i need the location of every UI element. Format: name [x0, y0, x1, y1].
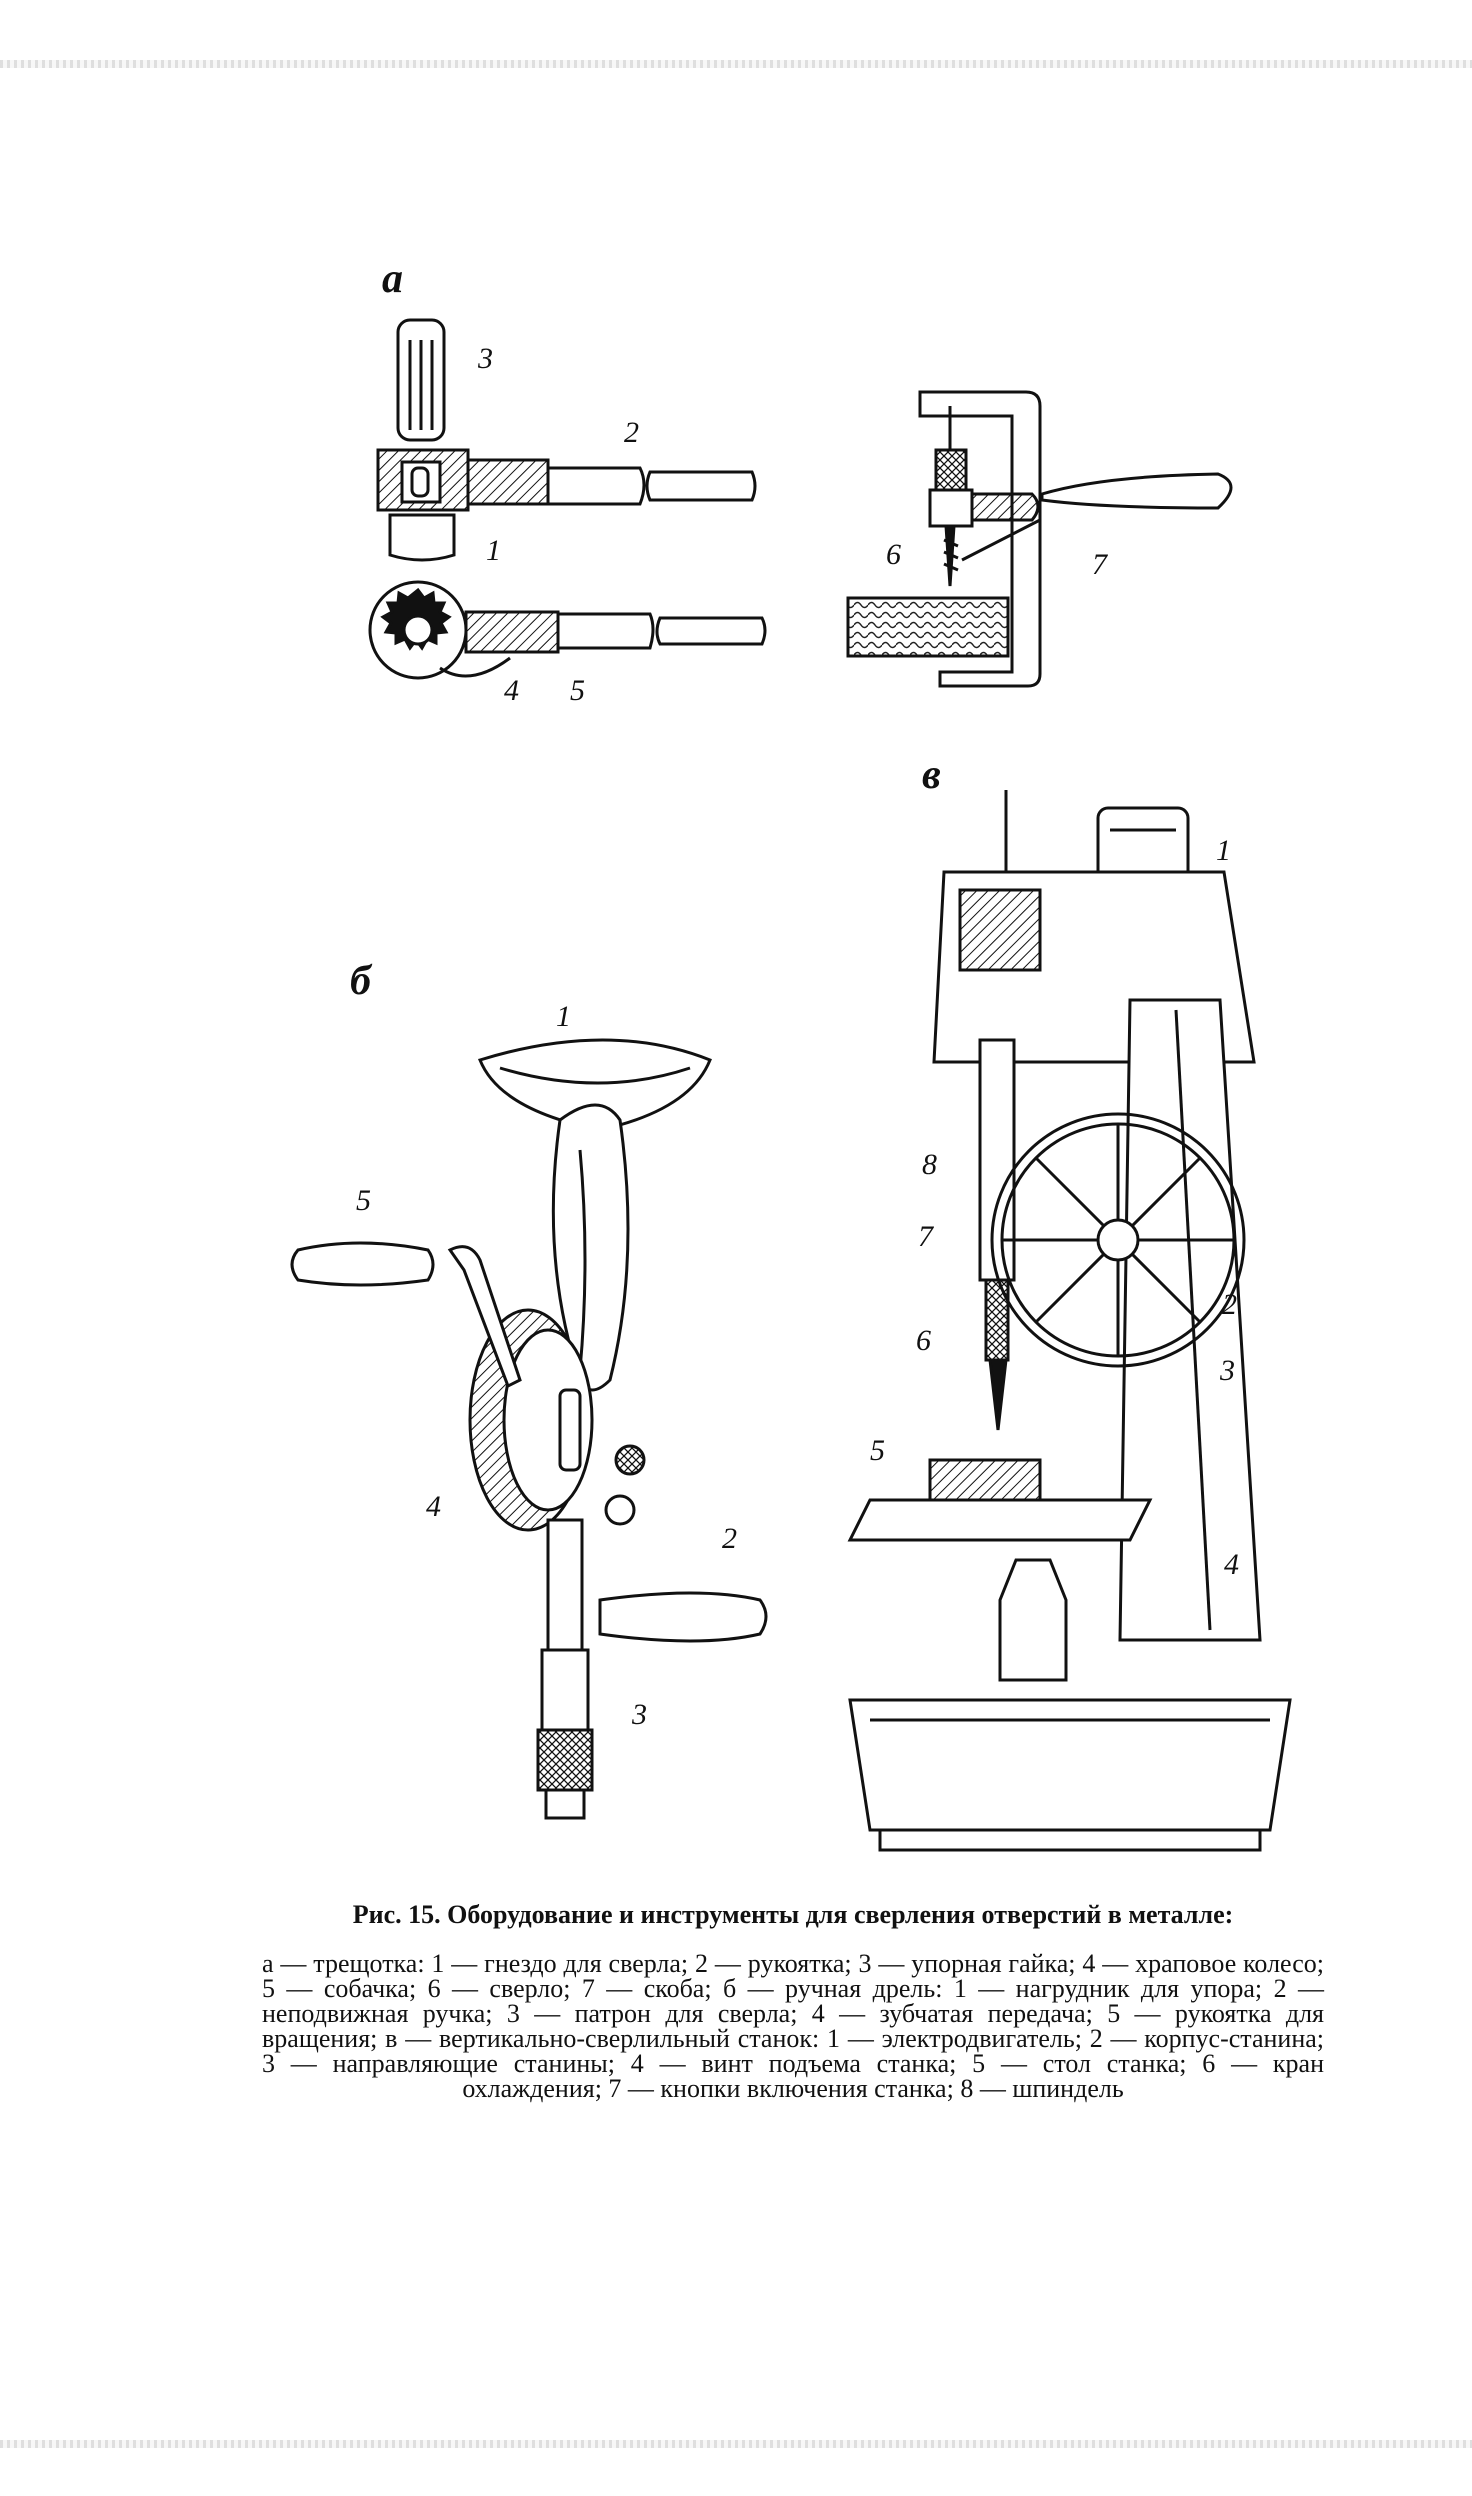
- scan-edge-top: [0, 60, 1472, 68]
- drill-press-drawing: [847, 790, 1292, 1852]
- drill-press-callout-7: 7: [918, 1220, 933, 1253]
- ratchet-drawing: [368, 318, 767, 680]
- hand-drill-callout-2: 2: [722, 1522, 737, 1555]
- ratchet-letter: а: [382, 256, 403, 302]
- drill-press-callout-6: 6: [916, 1324, 931, 1357]
- scan-edge-bottom: [0, 2440, 1472, 2448]
- hand-drill-letter: б: [350, 958, 371, 1004]
- ratchet-callout-1: 1: [486, 534, 501, 567]
- clamp-callout-7: 7: [1092, 548, 1107, 581]
- drill-press-callout-8: 8: [922, 1148, 937, 1181]
- figure-drawing: [290, 318, 1292, 1852]
- drill-press-callout-4: 4: [1224, 1548, 1239, 1581]
- caption-title: Рис. 15. Оборудование и инструменты для …: [352, 1900, 1234, 1929]
- ratchet-callout-5: 5: [570, 674, 585, 707]
- figure-15: [290, 318, 1292, 1852]
- hand-drill-callout-1: 1: [556, 1000, 571, 1033]
- drill-press-callout-1: 1: [1216, 834, 1231, 867]
- drill-press-callout-3: 3: [1220, 1354, 1235, 1387]
- hand-drill-callout-5: 5: [356, 1184, 371, 1217]
- clamp-drawing: [846, 390, 1233, 688]
- ratchet-callout-4: 4: [504, 674, 519, 707]
- figure-caption: Рис. 15. Оборудование и инструменты для …: [262, 1900, 1324, 2103]
- drill-press-callout-5: 5: [870, 1434, 885, 1467]
- drill-press-letter: в: [922, 752, 941, 798]
- ratchet-callout-2: 2: [624, 416, 639, 449]
- hand-drill-callout-4: 4: [426, 1490, 441, 1523]
- drill-press-callout-2: 2: [1222, 1288, 1237, 1321]
- ratchet-callout-3: 3: [478, 342, 493, 375]
- caption-body: а — трещотка: 1 — гнездо для сверла; 2 —…: [262, 1949, 1324, 2103]
- hand-drill-callout-3: 3: [632, 1698, 647, 1731]
- hand-drill-drawing: [290, 1038, 768, 1820]
- clamp-callout-6: 6: [886, 538, 901, 571]
